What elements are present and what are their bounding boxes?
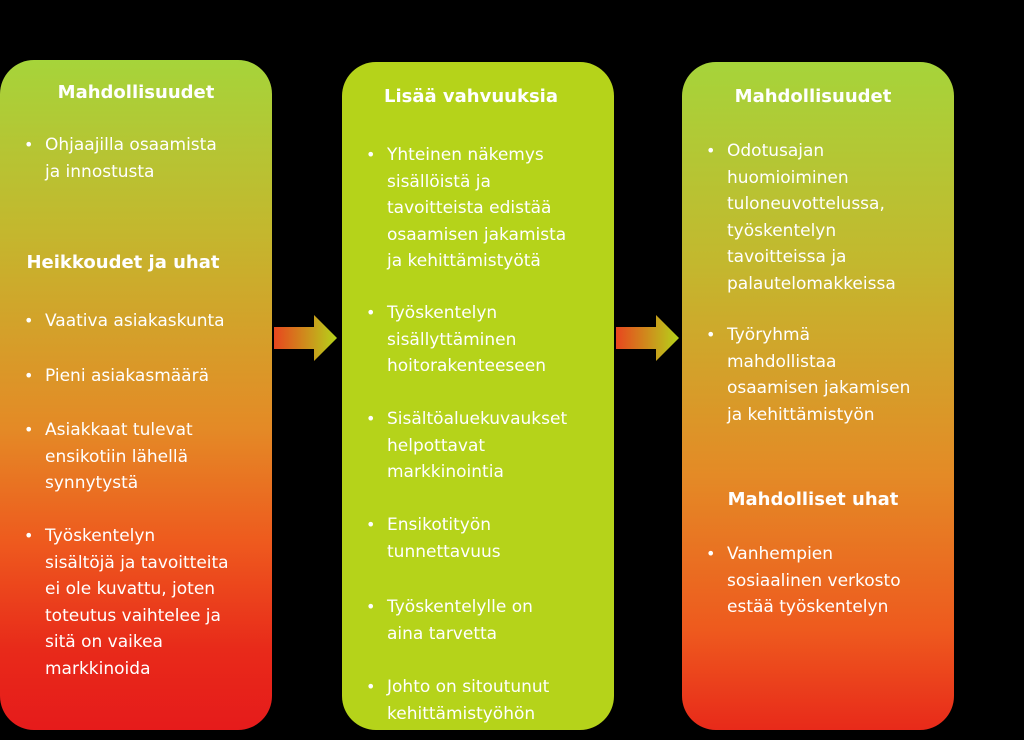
right-heading-threats: Mahdolliset uhat xyxy=(727,489,899,510)
bullet-line: tavoitteissa ja xyxy=(727,247,847,267)
bullet-line: osaamisen jakamisen xyxy=(727,378,911,398)
bullet-line: Vanhempien xyxy=(727,544,834,564)
bullet-line: estää työskentelyn xyxy=(727,597,889,617)
bullet-line: sitä on vaikea xyxy=(45,632,163,652)
bullet-dot-icon: • xyxy=(706,141,716,160)
left-bullet-2: • Vaativa asiakaskunta xyxy=(24,308,225,335)
right-bullet-1: • Odotusajan huomioiminen tuloneuvottelu… xyxy=(706,138,896,297)
bullet-line: Työryhmä xyxy=(727,325,810,345)
bullet-line: ensikotiin lähellä xyxy=(45,446,188,467)
bullet-dot-icon: • xyxy=(706,544,716,563)
middle-box: Lisää vahvuuksia • Yhteinen näkemys sisä… xyxy=(342,62,614,730)
bullet-line: toteutus vaihtelee ja xyxy=(45,605,221,626)
bullet-dot-icon: • xyxy=(366,145,376,164)
bullet-line: Ensikotityön xyxy=(387,515,492,535)
bullet-dot-icon: • xyxy=(366,303,376,322)
bullet-line: Vaativa asiakaskunta xyxy=(45,311,225,331)
left-bullet-4: • Asiakkaat tulevat ensikotiin lähellä s… xyxy=(24,417,193,497)
middle-bullet-1: • Yhteinen näkemys sisällöistä ja tavoit… xyxy=(366,142,567,275)
bullet-dot-icon: • xyxy=(24,420,34,439)
bullet-line: kehittämistyöhön xyxy=(387,703,536,724)
left-box: Mahdollisuudet • Ohjaajilla osaamista ja… xyxy=(0,60,272,730)
bullet-dot-icon: • xyxy=(366,515,376,534)
bullet-line: helpottavat xyxy=(387,435,486,456)
middle-bullet-6: • Johto on sitoutunut kehittämistyöhön xyxy=(366,674,550,727)
bullet-line: sisällyttäminen xyxy=(387,329,517,350)
bullet-line: Pieni asiakasmäärä xyxy=(45,366,209,386)
bullet-dot-icon: • xyxy=(366,409,376,428)
bullet-line: huomioiminen xyxy=(727,167,849,188)
left-heading-weaknesses: Heikkoudet ja uhat xyxy=(26,252,220,273)
bullet-dot-icon: • xyxy=(366,677,376,696)
bullet-line: hoitorakenteeseen xyxy=(387,356,546,376)
bullet-line: Ohjaajilla osaamista xyxy=(45,135,217,155)
bullet-line: tunnettavuus xyxy=(387,541,501,562)
right-bullet-3: • Vanhempien sosiaalinen verkosto estää … xyxy=(706,541,901,621)
bullet-line: Työskentelylle on xyxy=(387,597,533,617)
middle-bullet-3: • Sisältöaluekuvaukset helpottavat markk… xyxy=(366,406,568,486)
bullet-line: sosiaalinen verkosto xyxy=(727,570,901,591)
bullet-line: tavoitteista edistää xyxy=(387,198,552,218)
bullet-line: ja innostusta xyxy=(45,161,155,182)
bullet-line: osaamisen jakamista xyxy=(387,224,567,245)
left-bullet-1: • Ohjaajilla osaamista ja innostusta xyxy=(24,132,217,185)
left-heading-opportunities: Mahdollisuudet xyxy=(57,82,215,103)
bullet-line: synnytystä xyxy=(45,473,139,493)
bullet-line: Yhteinen näkemys xyxy=(387,145,544,165)
bullet-line: työskentelyn xyxy=(727,220,837,241)
bullet-line: sisällöistä ja xyxy=(387,171,491,192)
bullet-line: Asiakkaat tulevat xyxy=(45,420,193,440)
middle-bullet-2: • Työskentelyn sisällyttäminen hoitorake… xyxy=(366,300,546,380)
bullet-dot-icon: • xyxy=(24,366,34,385)
bullet-line: Sisältöaluekuvaukset xyxy=(387,409,568,429)
bullet-dot-icon: • xyxy=(24,526,34,545)
bullet-line: ja kehittämistyötä xyxy=(387,251,541,271)
bullet-line: tuloneuvottelussa, xyxy=(727,194,885,214)
arrow-right-icon xyxy=(616,315,679,361)
bullet-line: Odotusajan xyxy=(727,141,825,161)
arrow-right-icon xyxy=(274,315,337,361)
bullet-line: sisältöjä ja tavoitteita xyxy=(45,552,229,573)
bullet-dot-icon: • xyxy=(24,311,34,330)
left-bullet-3: • Pieni asiakasmäärä xyxy=(24,363,209,390)
left-bullet-5: • Työskentelyn sisältöjä ja tavoitteita … xyxy=(24,523,229,682)
bullet-line: palautelomakkeissa xyxy=(727,273,896,294)
bullet-line: aina tarvetta xyxy=(387,623,498,644)
bullet-line: Työskentelyn xyxy=(387,303,498,323)
middle-bullet-4: • Ensikotityön tunnettavuus xyxy=(366,512,501,565)
right-bullet-2: • Työryhmä mahdollistaa osaamisen jakami… xyxy=(706,322,911,428)
bullet-dot-icon: • xyxy=(706,325,716,344)
bullet-line: markkinointia xyxy=(387,462,504,482)
middle-bullet-5: • Työskentelylle on aina tarvetta xyxy=(366,594,533,647)
bullet-line: ja kehittämistyön xyxy=(727,404,875,425)
bullet-line: Työskentelyn xyxy=(45,526,156,546)
bullet-dot-icon: • xyxy=(24,135,34,154)
right-heading-opportunities: Mahdollisuudet xyxy=(734,86,892,107)
bullet-line: markkinoida xyxy=(45,658,151,679)
middle-heading-strengths: Lisää vahvuuksia xyxy=(384,86,558,107)
right-box: Mahdollisuudet • Odotusajan huomioiminen… xyxy=(682,62,954,730)
bullet-dot-icon: • xyxy=(366,597,376,616)
bullet-line: ei ole kuvattu, joten xyxy=(45,579,216,599)
bullet-line: mahdollistaa xyxy=(727,351,837,372)
bullet-line: Johto on sitoutunut xyxy=(387,677,550,697)
